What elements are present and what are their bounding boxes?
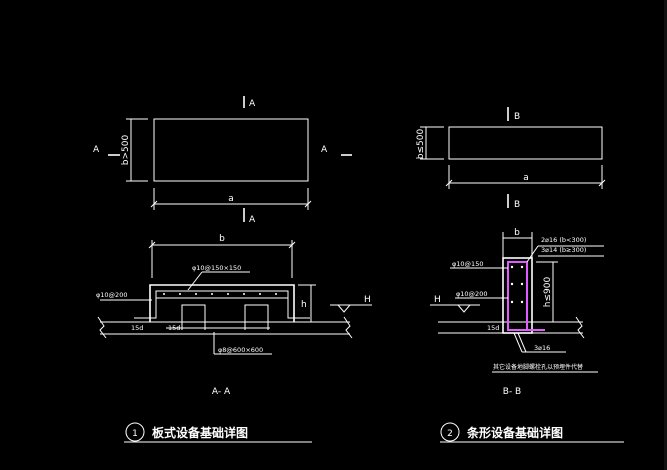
leader-bottom-bar-b xyxy=(513,332,523,353)
cut-label-top-b: B xyxy=(514,112,520,122)
label-stirrup: φ10@150 xyxy=(452,260,483,268)
title-1-number-circle xyxy=(125,422,145,442)
grade-mark-b: H xyxy=(430,295,480,313)
rebar-dots xyxy=(163,293,277,295)
svg-text:b: b xyxy=(219,234,225,244)
section-b: b 2⌀16 (b<300) 3⌀14 (b≥300) φ10@150 φ10@… xyxy=(430,228,604,397)
break-right xyxy=(343,316,353,339)
rebar-dots-b xyxy=(510,265,524,304)
svg-text:b>500: b>500 xyxy=(121,135,131,166)
section-b-height-dimension: h≤900 xyxy=(536,261,558,323)
title-1-text: 板式设备基础详图 xyxy=(152,425,248,440)
note-text: 其它设备地脚螺栓孔以预埋件代替 xyxy=(493,363,583,371)
rebar-stirrup xyxy=(507,261,528,331)
section-a: b φ10@150×150 φ10@200 φ8@600×600 15d 15 xyxy=(96,234,372,397)
section-a-height-dimension: h xyxy=(298,284,316,323)
svg-text:h≤900: h≤900 xyxy=(543,277,553,308)
label-anchor-right: 15d xyxy=(168,324,180,332)
label-top-bar: φ10@150×150 xyxy=(192,264,241,272)
title-2: 2 条形设备基础详图 xyxy=(440,422,624,443)
label-top-bar-1: 2⌀16 (b<300) xyxy=(541,236,586,244)
rebar-hook-right xyxy=(244,304,269,330)
title-1-number: 1 xyxy=(132,429,138,439)
label-side-bar: φ10@200 xyxy=(96,291,127,299)
svg-text:a: a xyxy=(228,194,234,204)
break-left xyxy=(97,316,107,339)
leader-top-bars xyxy=(526,245,539,263)
label-bottom-bar-b: 3⌀16 xyxy=(534,344,550,352)
plan-b-outline xyxy=(448,126,603,160)
rebar-top-bent xyxy=(134,290,310,319)
section-b-width-dimension: b xyxy=(502,228,533,258)
plan-a-height-dimension: b>500 xyxy=(121,118,148,182)
title-1: 1 板式设备基础详图 xyxy=(124,422,312,443)
svg-text:a: a xyxy=(523,173,529,183)
plan-a: A A A A a b>500 xyxy=(93,96,352,225)
title-2-number-circle xyxy=(440,422,460,442)
svg-text:b: b xyxy=(514,228,520,238)
title-2-number: 2 xyxy=(447,429,453,439)
section-b-label: B- B xyxy=(503,387,521,397)
section-a-width-dimension: b xyxy=(148,234,296,278)
cut-label-bottom-b: B xyxy=(514,200,520,210)
label-side-bar-b: φ10@200 xyxy=(456,290,487,298)
plan-b-width-dimension: a xyxy=(445,165,606,189)
label-anchor-b: 15d xyxy=(487,324,499,332)
cut-label-left: A xyxy=(93,145,100,155)
plan-a-outline xyxy=(153,118,309,182)
svg-text:h: h xyxy=(301,300,307,310)
plan-b: B B a b≤500 xyxy=(416,107,606,210)
break-right-b xyxy=(575,316,585,339)
cut-label-right: A xyxy=(321,145,328,155)
label-anchor-left: 15d xyxy=(131,324,143,332)
label-top-bar-2: 3⌀14 (b≥300) xyxy=(541,246,586,254)
label-bottom-bar: φ8@600×600 xyxy=(218,346,263,354)
svg-text:H: H xyxy=(434,295,441,305)
plan-b-height-dimension: b≤500 xyxy=(416,126,444,160)
plan-a-width-dimension: a xyxy=(150,188,312,210)
slab-outline xyxy=(149,284,295,322)
section-a-label: A- A xyxy=(212,387,231,397)
cut-label-bottom: A xyxy=(249,215,256,225)
title-2-text: 条形设备基础详图 xyxy=(466,425,563,440)
svg-text:H: H xyxy=(364,295,371,305)
cut-label-top: A xyxy=(249,99,256,109)
window-edge xyxy=(664,0,667,470)
grade-mark-a: H xyxy=(330,295,372,313)
svg-text:b≤500: b≤500 xyxy=(416,129,426,160)
leader-top-bar xyxy=(187,271,203,291)
rebar-hook-left xyxy=(181,304,206,330)
